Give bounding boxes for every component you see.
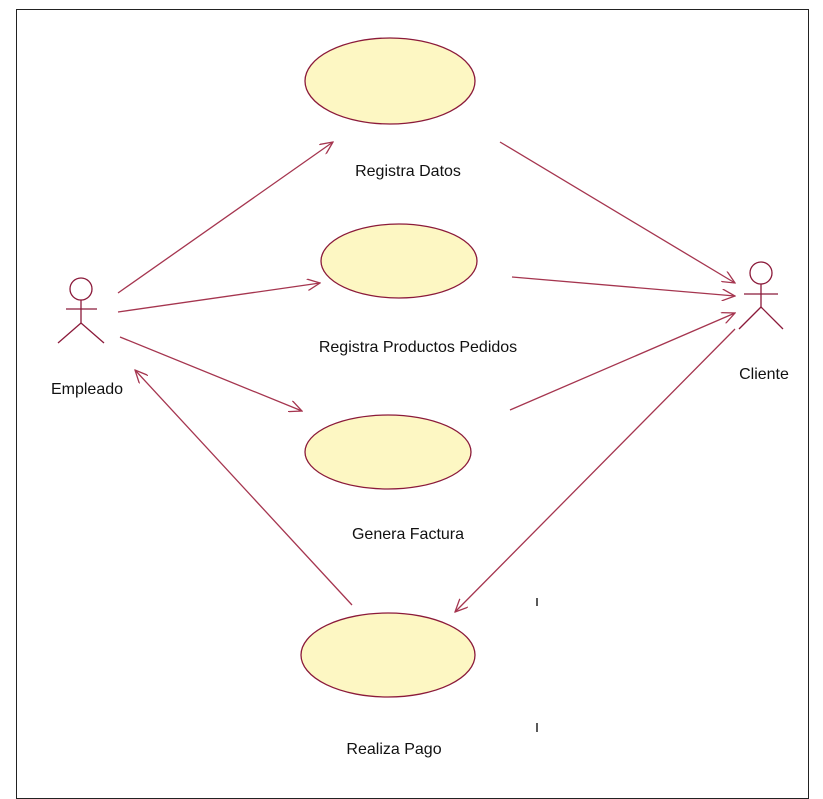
actor-empleado-head xyxy=(69,277,93,301)
associations xyxy=(117,141,736,612)
association-cliente-realiza-pago xyxy=(455,328,736,612)
actor-cliente-head xyxy=(749,261,773,285)
use-case-label-registra-datos: Registra Datos xyxy=(355,163,461,180)
actor-cliente[interactable] xyxy=(738,261,784,330)
use-case-genera-factura[interactable] xyxy=(304,414,472,490)
association-empleado-registra-datos xyxy=(117,142,333,294)
actor-label-cliente: Cliente xyxy=(739,366,789,383)
actor-label-empleado: Empleado xyxy=(50,381,124,398)
use-case-realiza-pago[interactable] xyxy=(300,612,476,698)
association-realiza-pago-empleado xyxy=(135,370,353,606)
actor-empleado[interactable] xyxy=(57,277,105,344)
use-case-label-realiza-pago: Realiza Pago xyxy=(346,741,442,758)
use-case-label-registra-productos: Registra Productos Pedidos xyxy=(318,339,518,356)
association-registra-productos-cliente xyxy=(511,276,735,296)
use-case-label-genera-factura: Genera Factura xyxy=(351,526,465,543)
use-case-registra-datos[interactable] xyxy=(304,37,476,125)
association-empleado-genera-factura xyxy=(119,336,302,411)
association-registra-datos-cliente xyxy=(499,141,735,283)
association-empleado-registra-productos xyxy=(117,283,320,313)
association-genera-factura-cliente xyxy=(509,313,735,411)
use-case-registra-productos[interactable] xyxy=(320,223,478,299)
